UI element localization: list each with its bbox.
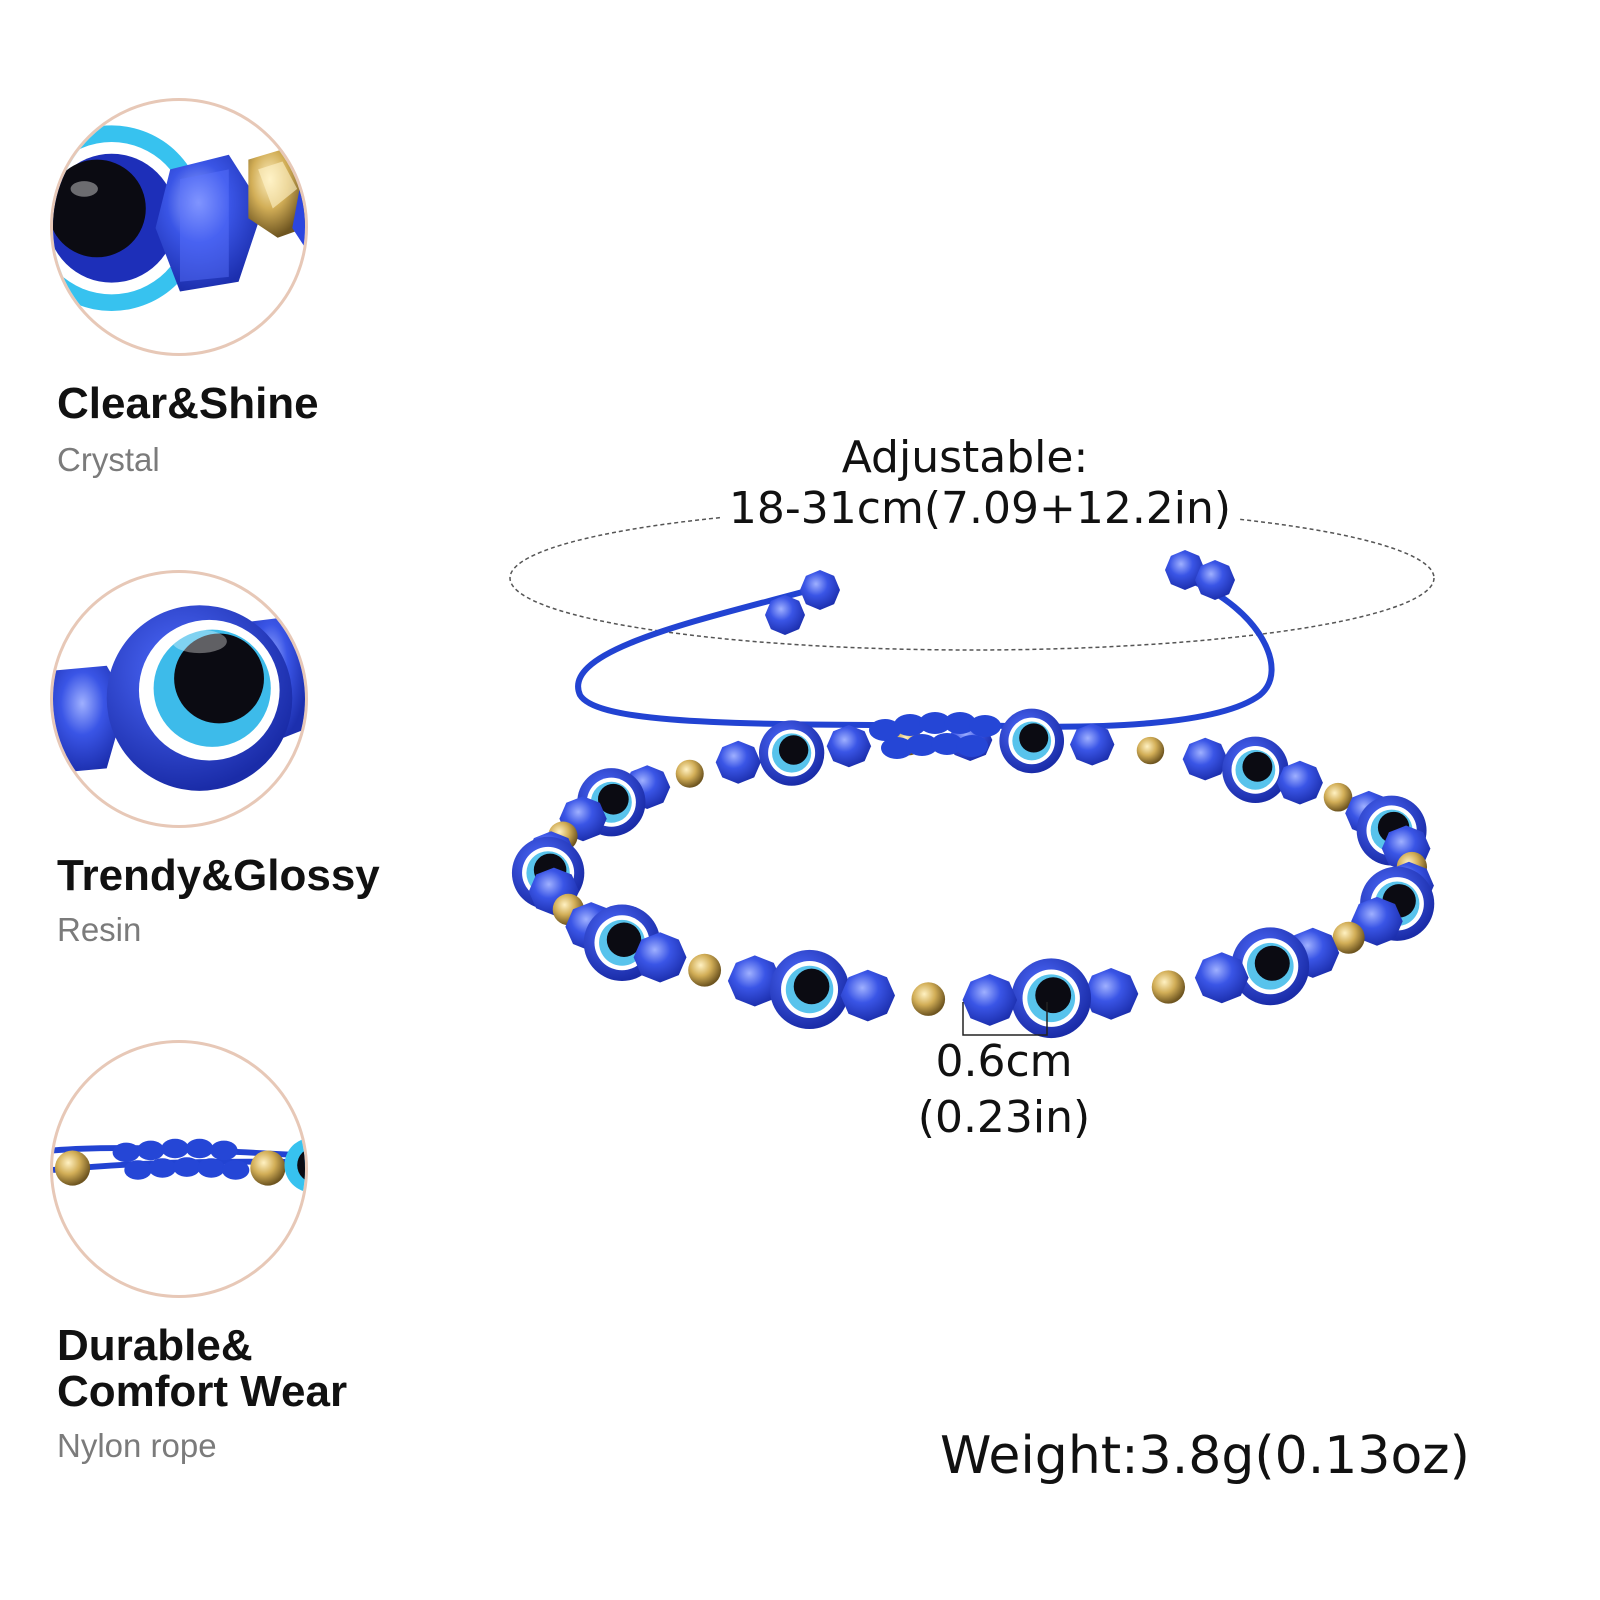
adjustable-range: 18-31cm(7.09+12.2in): [720, 482, 1240, 536]
crystal-bead: [727, 955, 782, 1007]
crystal-bead: [1083, 968, 1139, 1020]
feature-subtitle-crystal: Crystal: [57, 441, 160, 478]
bead-size-bracket: [962, 1002, 1048, 1036]
cord-end-crystal-bead: [800, 570, 840, 610]
bead-size-imperial: (0.23in): [917, 1092, 1091, 1143]
evil-eye-bead-illustration: [53, 605, 305, 791]
feature-title-nylon-line2: Comfort Wear: [57, 1367, 348, 1416]
feature-title-crystal: Clear&Shine: [57, 379, 319, 428]
gold-bead: [911, 982, 946, 1016]
resin-closeup-image: [50, 570, 308, 828]
gold-bead: [675, 759, 704, 788]
nylon-knot-illustration: [53, 1138, 305, 1192]
evil-eye-bead: [999, 708, 1065, 774]
gold-bead: [1151, 970, 1186, 1004]
nylon-cord: [575, 577, 1275, 730]
crystal-bead: [1277, 760, 1323, 805]
cord-end-crystal-bead: [765, 595, 805, 635]
bracelet-illustration: [511, 550, 1435, 1039]
gold-bead: [1323, 782, 1353, 812]
adjustable-label: Adjustable:: [841, 432, 1089, 483]
crystal-bead: [826, 725, 872, 768]
gold-bead: [1136, 736, 1165, 765]
weight-label: Weight:3.8g(0.13oz): [940, 1426, 1470, 1486]
crystal-bead: [1182, 737, 1228, 781]
crystal-bead: [1070, 723, 1115, 766]
evil-eye-bead: [1231, 927, 1310, 1006]
evil-eye-bead: [1222, 736, 1289, 804]
crystal-bead: [633, 932, 687, 983]
crystal-closeup-image: [50, 98, 308, 356]
nylon-closeup-image: [50, 1040, 308, 1298]
feature-title-nylon-line1: Durable&: [57, 1321, 253, 1370]
macrame-knot: [869, 712, 1001, 759]
cord-end-crystal-bead: [1195, 560, 1235, 600]
gold-bead: [1332, 921, 1365, 954]
evil-eye-bead: [769, 949, 850, 1030]
bead-size-metric: 0.6cm: [935, 1036, 1073, 1087]
feature-subtitle-resin: Resin: [57, 911, 142, 948]
crystal-bead: [1194, 952, 1249, 1004]
adjustable-range-ellipse: [509, 505, 1435, 651]
feature-title-resin: Trendy&Glossy: [57, 851, 380, 900]
gold-bead: [688, 953, 722, 987]
evil-eye-bead: [1011, 958, 1092, 1039]
feature-subtitle-nylon: Nylon rope: [57, 1427, 217, 1464]
evil-eye-bead: [758, 720, 825, 786]
crystal-bead: [715, 740, 761, 784]
crystal-bead-illustration: [53, 125, 305, 311]
crystal-bead: [962, 974, 1018, 1026]
crystal-bead: [840, 969, 895, 1022]
